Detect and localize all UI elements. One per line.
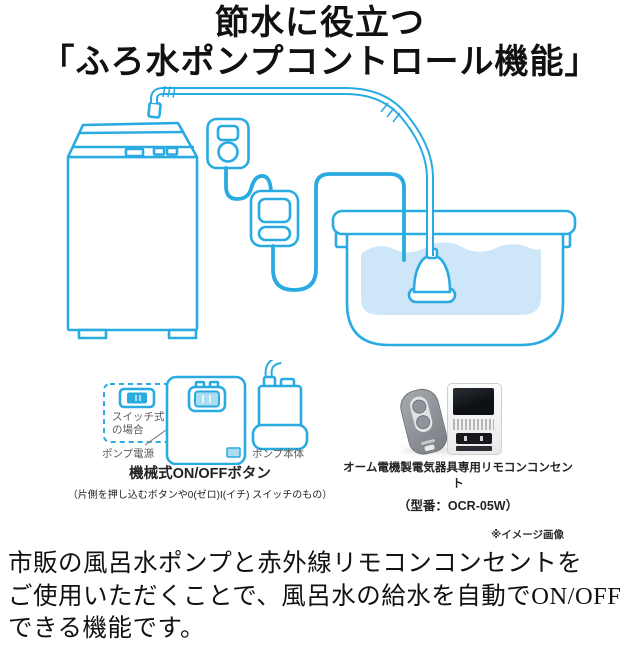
pump-body-illustration bbox=[251, 360, 309, 451]
image-disclaimer: ※イメージ画像 bbox=[491, 529, 564, 541]
hanging-remote-illustration bbox=[206, 117, 250, 170]
remote-outlet-caption: オーム電機製電気器具専用リモコンコンセント （型番：OCR-05W） bbox=[338, 459, 578, 514]
pump-control-box-illustration bbox=[249, 189, 300, 248]
remote-photo bbox=[396, 385, 451, 458]
description-line-2: ご使用いただくことで、風呂水の給水を自動でON/OFF bbox=[8, 582, 622, 610]
hose-hatch-marks bbox=[162, 85, 401, 123]
mechanical-button-note: （片側を押し込むボタンや0(ゼロ)I(イチ) スイッチのもの） bbox=[67, 490, 333, 501]
pump-power-illustration bbox=[165, 375, 247, 465]
pump-power-cable bbox=[271, 172, 406, 292]
remote-ir-window bbox=[424, 444, 436, 452]
outlet-vents bbox=[453, 419, 494, 430]
bath-water-hose bbox=[150, 85, 434, 256]
outlet-slot-right bbox=[480, 436, 483, 441]
remote-off-button bbox=[414, 413, 432, 431]
outlet-socket bbox=[456, 433, 492, 444]
switch-icon bbox=[118, 387, 156, 409]
washing-machine-illustration bbox=[66, 101, 199, 340]
bathtub-illustration bbox=[331, 209, 577, 347]
mechanical-button-title: 機械式ON/OFFボタン bbox=[129, 466, 271, 482]
main-diagram bbox=[66, 85, 577, 347]
pump-power-label: ポンプ電源 bbox=[102, 447, 155, 460]
controller-cable bbox=[224, 166, 273, 201]
remote-on-button bbox=[410, 398, 428, 416]
outlet-receiver-panel bbox=[453, 388, 494, 415]
remote-outlet-model: （型番：OCR-05W） bbox=[397, 499, 519, 513]
switch-type-note: スイッチ式 の場合 bbox=[103, 383, 173, 443]
outlet-photo bbox=[447, 383, 502, 455]
title-line-1: 節水に役立つ bbox=[215, 5, 425, 42]
pump-body-label: ポンプ本体 bbox=[252, 447, 305, 460]
pump-parts-diagram: スイッチ式 の場合 ポンプ電源 ポンプ本体 bbox=[102, 360, 309, 465]
description-line-1: 市販の風呂水ポンプと赤外線リモコンコンセントを bbox=[8, 550, 583, 577]
feature-description: 市販の風呂水ポンプと赤外線リモコンコンセントを ご使用いただくことで、風呂水の給… bbox=[8, 548, 636, 646]
page-title: 節水に役立つ 「ふろ水ポンプコントロール機能」 bbox=[0, 4, 640, 82]
product-photo bbox=[396, 383, 502, 458]
bath-water bbox=[361, 242, 541, 315]
mechanical-button-caption: 機械式ON/OFFボタン （片側を押し込むボタンや0(ゼロ)I(イチ) スイッチ… bbox=[30, 462, 370, 501]
remote-outlet-title: オーム電機製電気器具専用リモコンコンセント bbox=[343, 462, 573, 490]
title-line-2: 「ふろ水ポンプコントロール機能」 bbox=[40, 44, 600, 81]
outlet-model-label bbox=[456, 446, 492, 451]
switch-case-label-2: の場合 bbox=[112, 423, 144, 436]
switch-case-label-1: スイッチ式 bbox=[112, 410, 165, 423]
description-line-3: できる機能です。 bbox=[8, 615, 206, 642]
outlet-slot-left bbox=[464, 436, 467, 441]
remote-button-panel bbox=[408, 394, 435, 434]
